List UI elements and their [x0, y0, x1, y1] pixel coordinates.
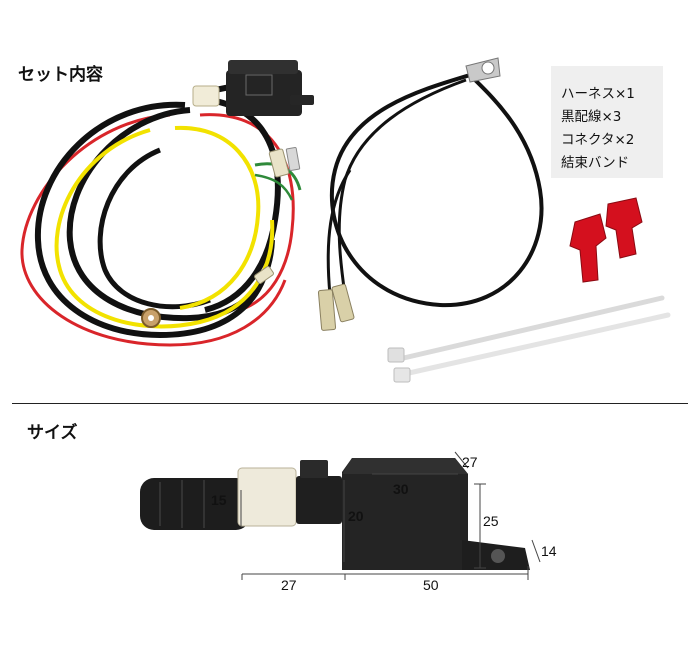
relay-size-diagram: 15 27 30 20 25 14 27 50: [140, 451, 557, 593]
dim-connector-length: 27: [281, 577, 297, 593]
dim-relay-depth: 27: [462, 454, 478, 470]
contents-item-harness: ハーネス×1: [561, 86, 635, 102]
dim-relay-height-side: 20: [348, 508, 364, 524]
set-contents-heading: セット内容: [18, 65, 103, 85]
contents-list-box: ハーネス×1 黒配線×3 コネクタ×2 結束バンド: [551, 66, 663, 178]
dim-relay-length: 50: [423, 577, 439, 593]
size-heading: サイズ: [27, 423, 78, 443]
contents-item-connector: コネクタ×2: [561, 132, 635, 148]
red-connectors-image: [569, 197, 643, 283]
contents-item-cable-tie: 結束バンド: [561, 155, 630, 171]
dim-relay-height: 25: [483, 513, 499, 529]
section-divider: [12, 403, 688, 404]
dim-connector-height: 15: [211, 492, 227, 508]
dim-tab-thickness: 14: [541, 543, 557, 559]
wiring-harness-image: [20, 60, 314, 347]
dim-relay-width-top: 30: [393, 481, 409, 497]
black-wire-image: [317, 57, 544, 331]
cable-ties-image: [387, 295, 671, 383]
contents-item-black-wire: 黒配線×3: [561, 109, 622, 125]
